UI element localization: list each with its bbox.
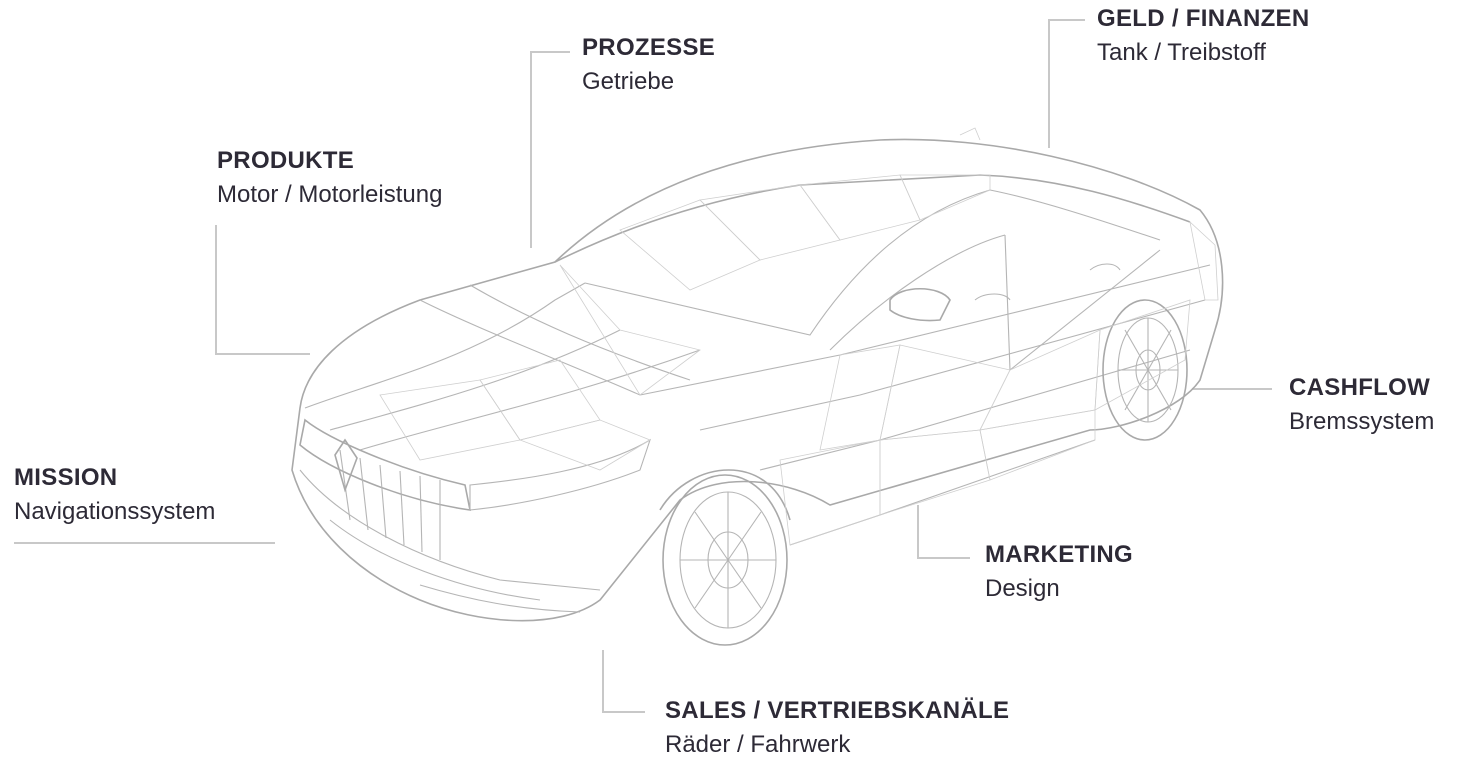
leader-line-prozesse [530,51,570,248]
label-prozesse-subtitle: Getriebe [582,68,675,95]
label-sales: SALES / VERTRIEBSKANÄLE Räder / Fahrwerk [665,694,1009,762]
label-cashflow-title: CASHFLOW [1289,374,1431,401]
leader-line-geld [1048,19,1085,148]
label-geld-finanzen: GELD / FINANZEN Tank / Treibstoff [1097,2,1310,70]
leader-line-marketing [917,505,970,559]
label-marketing-title: MARKETING [985,541,1134,568]
label-geld-title: GELD / FINANZEN [1097,5,1310,32]
label-mission: MISSION Navigationssystem [14,461,215,529]
label-geld-subtitle: Tank / Treibstoff [1097,39,1266,66]
label-sales-subtitle: Räder / Fahrwerk [665,731,851,758]
label-produkte: PRODUKTE Motor / Motorleistung [217,144,442,212]
label-sales-title: SALES / VERTRIEBSKANÄLE [665,697,1010,724]
label-produkte-subtitle: Motor / Motorleistung [217,181,443,208]
label-produkte-title: PRODUKTE [217,147,355,174]
leader-line-produkte [215,225,310,355]
label-marketing: MARKETING Design [985,538,1133,606]
label-cashflow-subtitle: Bremssystem [1289,408,1435,435]
wireframe-car-icon [291,127,1224,646]
leader-lines [14,19,1272,713]
label-mission-subtitle: Navigationssystem [14,498,216,525]
label-marketing-subtitle: Design [985,575,1060,602]
label-mission-title: MISSION [14,464,118,491]
label-prozesse-title: PROZESSE [582,34,716,61]
label-prozesse: PROZESSE Getriebe [582,31,715,99]
leader-line-sales [602,650,645,713]
label-cashflow: CASHFLOW Bremssystem [1289,371,1434,439]
